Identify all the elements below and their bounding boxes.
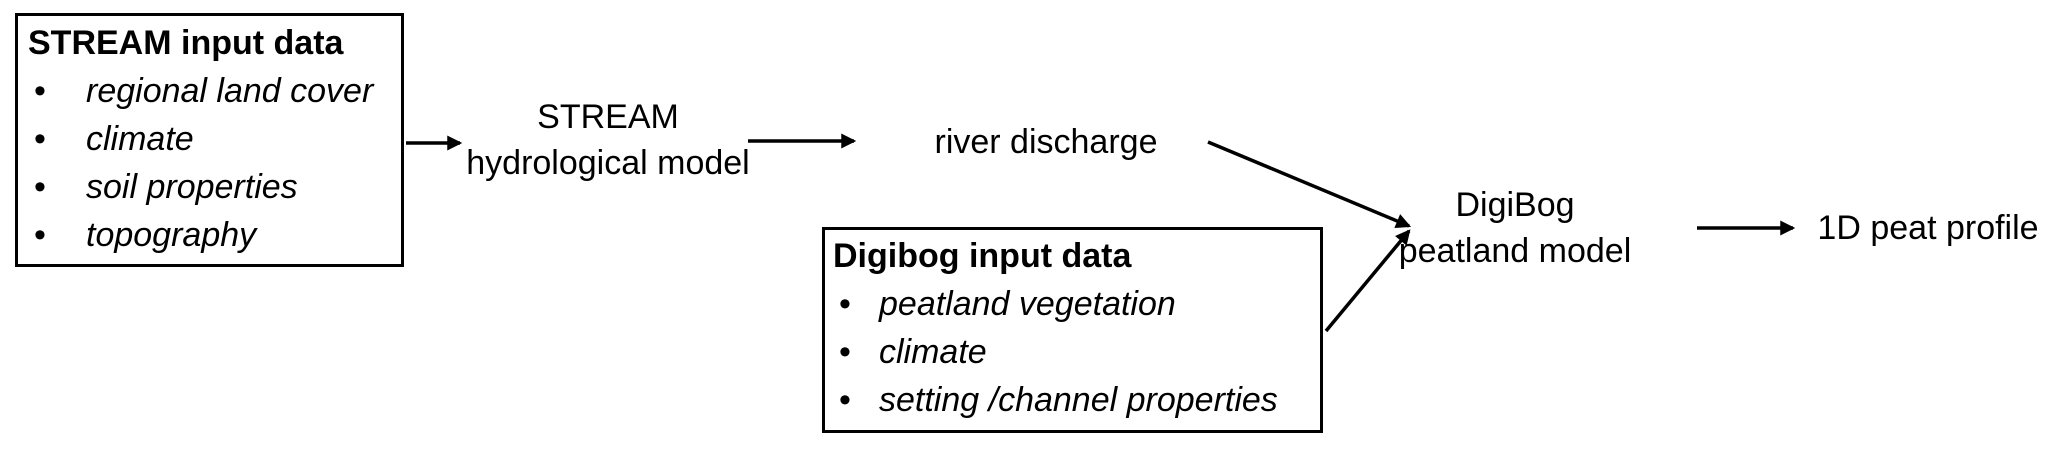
- bullet-item: peatland vegetation: [833, 280, 1312, 328]
- stream-input-data-list: regional land coverclimatesoil propertie…: [28, 67, 393, 259]
- arrow-digibog-inputs-to-digibog-model: [1324, 229, 1411, 333]
- bullet-item: regional land cover: [28, 67, 393, 115]
- stream-model-line1: STREAM: [537, 98, 679, 136]
- 1d-peat-profile-node: 1D peat profile: [1817, 209, 2039, 247]
- arrow-river-discharge-to-digibog-model: [1207, 140, 1412, 229]
- digibog-peatland-model-node: DigiBog peatland model: [1399, 182, 1632, 274]
- bullet-item: climate: [833, 328, 1312, 376]
- digibog-input-data-box: Digibog input data peatland vegetationcl…: [822, 227, 1323, 433]
- stream-model-line2: hydrological model: [466, 144, 750, 182]
- river-discharge-node: river discharge: [934, 123, 1158, 161]
- digibog-input-data-title: Digibog input data: [833, 237, 1132, 275]
- bullet-item: topography: [28, 211, 393, 259]
- digibog-model-line2: peatland model: [1398, 232, 1632, 270]
- digibog-model-line1: DigiBog: [1455, 186, 1575, 224]
- bullet-item: setting /channel properties: [833, 376, 1312, 424]
- stream-input-data-title: STREAM input data: [28, 24, 344, 62]
- digibog-input-data-list: peatland vegetationclimatesetting /chann…: [833, 280, 1312, 424]
- stream-hydrological-model-node: STREAM hydrological model: [466, 94, 750, 186]
- stream-input-data-box: STREAM input data regional land covercli…: [15, 13, 404, 267]
- bullet-item: climate: [28, 115, 393, 163]
- bullet-item: soil properties: [28, 163, 393, 211]
